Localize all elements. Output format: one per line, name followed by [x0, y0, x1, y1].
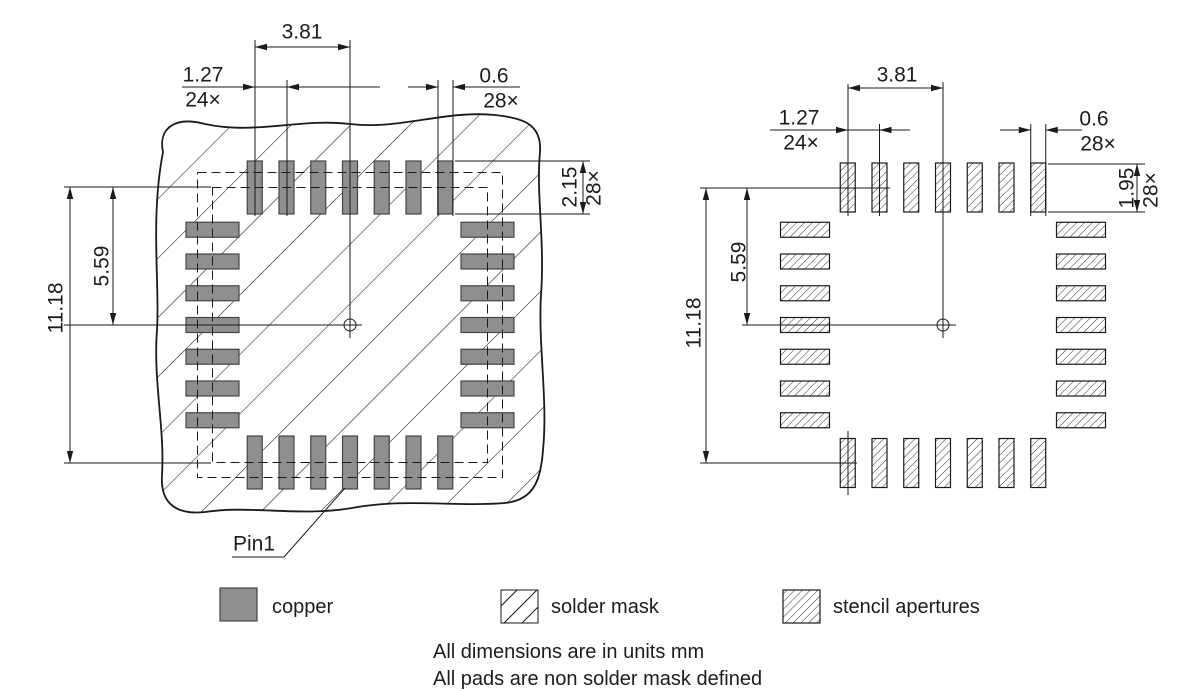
- dim-count-pitch-right: 24×: [783, 131, 819, 155]
- dim-label-aperture-length: 1.95: [1115, 167, 1139, 209]
- dimension-arrowhead: [702, 188, 710, 200]
- pin1-label: Pin1: [232, 532, 276, 556]
- stencil-aperture: [1055, 348, 1107, 365]
- left-figure-copper-solder-mask: [64, 40, 590, 558]
- stencil-aperture: [998, 437, 1015, 489]
- left-center-mark: [343, 318, 357, 332]
- stencil-aperture: [934, 437, 952, 489]
- dimension-arrowheads: [66, 43, 1141, 463]
- dim-label-center-pitch-left: 3.81: [281, 20, 323, 44]
- stencil-aperture: [1055, 316, 1107, 334]
- legend-label-copper: copper: [272, 596, 334, 618]
- stencil-aperture: [966, 162, 983, 213]
- dimension-arrowhead: [848, 84, 860, 92]
- dimension-arrowhead: [1133, 164, 1141, 176]
- dimension-arrowhead: [879, 126, 892, 134]
- dimension-arrowhead: [287, 83, 299, 91]
- stencil-aperture: [1055, 412, 1107, 429]
- lead-centerline-outline: [212, 187, 488, 463]
- dimension-arrowhead: [1133, 200, 1141, 212]
- stencil-aperture: [779, 412, 831, 429]
- stencil-aperture: [871, 437, 888, 489]
- stencil-aperture: [1055, 221, 1107, 238]
- legend-swatches: [219, 587, 821, 624]
- legend-label-solder-mask: solder mask: [551, 596, 659, 618]
- dim-label-aperture-width: 0.6: [1079, 107, 1109, 131]
- dim-label-pitch-left: 1.27: [182, 63, 224, 87]
- dimension-arrowhead: [109, 187, 117, 199]
- stencil-aperture: [1055, 285, 1107, 302]
- stencil-aperture: [779, 285, 831, 302]
- dimension-arrowhead: [338, 43, 350, 51]
- dimension-arrowhead: [1018, 126, 1031, 134]
- dimension-arrowhead: [426, 83, 438, 91]
- left-extension-lines: [64, 40, 590, 464]
- stencil-aperture: [903, 437, 920, 489]
- dimension-arrowhead: [453, 83, 465, 91]
- copper-swatch: [219, 587, 258, 622]
- dim-count-pad-length: 28×: [582, 170, 606, 206]
- right-extension-lines: [700, 82, 1145, 495]
- dimension-arrowhead: [931, 84, 943, 92]
- stencil-apertures-swatch: [782, 589, 821, 624]
- note-units: All dimensions are in units mm: [433, 641, 705, 663]
- dim-label-half-span-right: 5.59: [727, 241, 751, 283]
- stencil-aperture: [1030, 162, 1047, 213]
- dimension-arrowhead: [743, 313, 751, 325]
- stencil-aperture: [903, 162, 920, 213]
- note-solder-mask-defined: All pads are non solder mask defined: [433, 668, 763, 690]
- dim-label-center-pitch-right: 3.81: [876, 63, 918, 87]
- right-dimension-lines: [705, 87, 1138, 463]
- solder-mask-swatch: [500, 589, 539, 624]
- stencil-aperture: [998, 162, 1015, 213]
- dimension-arrowhead: [255, 43, 267, 51]
- dim-count-pitch-left: 24×: [185, 88, 221, 112]
- dimension-arrowhead: [109, 313, 117, 325]
- stencil-aperture: [1030, 437, 1047, 489]
- stencil-aperture: [779, 221, 831, 238]
- legend-label-stencil-apertures: stencil apertures: [833, 596, 980, 618]
- dim-label-row-span-right: 11.18: [682, 297, 706, 349]
- dim-label-pitch-right: 1.27: [778, 106, 820, 130]
- footprint-drawing-page: { "colors": { "copper_fill": "#8f8f8f", …: [44, 20, 1163, 690]
- dim-label-row-span-left: 11.18: [44, 282, 68, 334]
- pin1-leader-line: [232, 487, 346, 558]
- dim-count-aperture-length: 28×: [1139, 172, 1163, 208]
- stencil-aperture: [1055, 253, 1107, 270]
- right-figure-stencil-apertures: [700, 82, 1145, 495]
- dimension-arrowhead: [836, 126, 848, 134]
- right-center-mark: [936, 318, 950, 332]
- dimension-arrowhead: [702, 451, 710, 463]
- dim-count-pad-width: 28×: [483, 89, 519, 113]
- stencil-aperture: [779, 348, 831, 365]
- stencil-aperture: [779, 380, 831, 397]
- dimension-arrowhead: [243, 83, 255, 91]
- stencil-aperture: [1055, 380, 1107, 397]
- dimension-arrowhead: [579, 161, 587, 173]
- land-pattern-drawing: [64, 40, 1145, 624]
- dim-count-aperture-width: 28×: [1080, 132, 1116, 156]
- stencil-aperture: [779, 253, 831, 270]
- dimension-arrowhead: [579, 202, 587, 214]
- dim-label-pad-width: 0.6: [479, 64, 509, 88]
- solder-mask-swatch-hatch: [500, 589, 539, 624]
- left-dimension-lines: [69, 46, 584, 463]
- dimension-arrowhead: [66, 451, 74, 463]
- stencil-aperture: [966, 437, 983, 489]
- dim-label-pad-length: 2.15: [558, 166, 582, 208]
- dimension-arrowhead: [1045, 126, 1058, 134]
- dimension-arrowhead: [66, 187, 74, 199]
- dim-label-half-span-left: 5.59: [90, 245, 114, 287]
- dimension-arrowhead: [743, 188, 751, 200]
